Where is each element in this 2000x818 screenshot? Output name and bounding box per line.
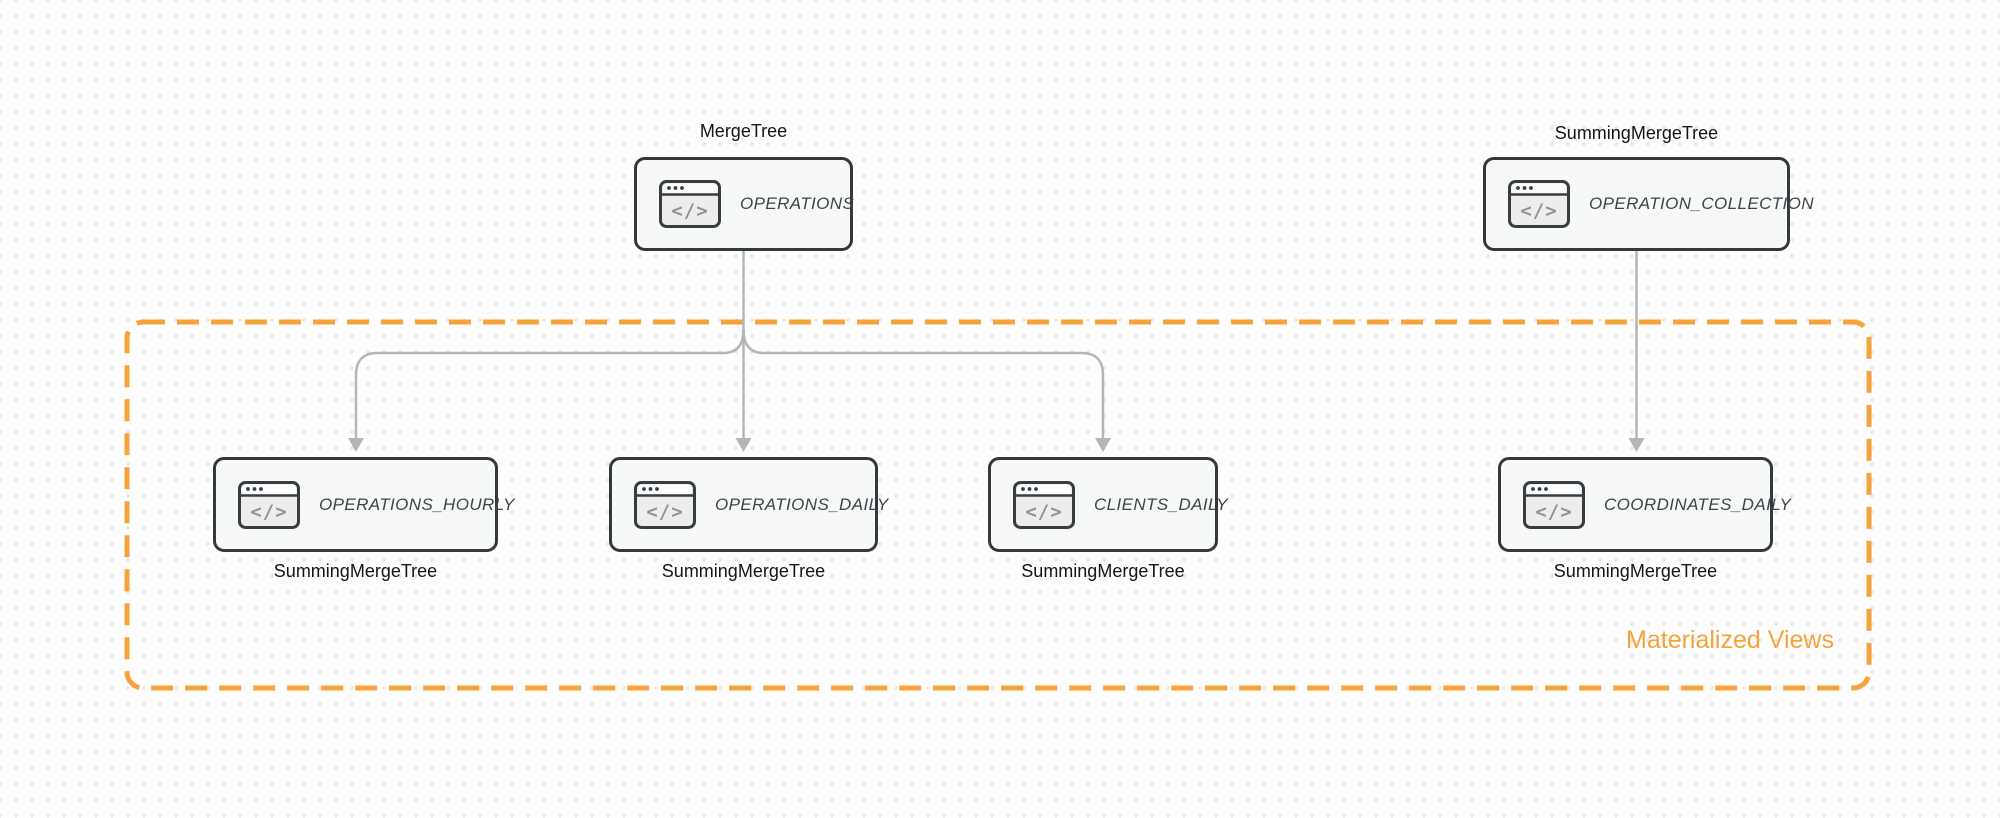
engine-label-summingmergetree-clients: SummingMergeTree [1021,561,1185,581]
engine-label-summingmergetree-coordinates: SummingMergeTree [1553,561,1718,581]
table-node-clients-daily[interactable]: </> CLIENTS_DAILY [988,457,1228,552]
table-node-coordinates-daily[interactable]: </> COORDINATES_DAILY [1498,457,1791,552]
code-window-icon: </> [634,480,696,529]
table-name: COORDINATES_DAILY [1604,494,1792,514]
engine-label-summingmergetree-top: SummingMergeTree [1554,123,1719,143]
arrowhead-icon [1628,438,1645,452]
code-window-icon: </> [1013,480,1075,529]
arrowhead-icon [348,438,364,452]
edge-operations-to-operations-daily[interactable] [735,250,752,452]
svg-text:</>: </> [1520,200,1557,222]
svg-text:</>: </> [1535,501,1572,523]
table-node-operations-daily[interactable]: </> OPERATIONS_DAILY [609,457,888,552]
table-name: OPERATIONS [740,194,855,213]
svg-text:</>: </> [1025,501,1062,523]
edge-operation-collection-to-coordinates-daily[interactable] [1628,250,1645,452]
table-node-operations-hourly[interactable]: </> OPERATIONS_HOURLY [213,457,514,552]
svg-text:</>: </> [646,501,683,523]
table-name: OPERATIONS_DAILY [715,494,889,514]
engine-label-summingmergetree-hourly: SummingMergeTree [273,561,438,581]
table-node-operation-collection[interactable]: </> OPERATION_COLLECTION [1483,157,1814,251]
materialized-views-group-label: Materialized Views [1626,626,1834,654]
table-node-operations[interactable]: </> OPERATIONS [634,157,855,251]
arrowhead-icon [1095,438,1111,452]
arrowhead-icon [735,438,752,452]
materialized-views-group-border[interactable] [124,319,1872,691]
edge-operations-to-clients-daily[interactable] [742,329,1112,452]
engine-label-mergetree: MergeTree [699,121,788,141]
edge-operations-to-operations-hourly[interactable] [348,329,745,452]
table-name: CLIENTS_DAILY [1094,494,1229,514]
svg-text:</>: </> [250,501,287,523]
code-window-icon: </> [659,180,721,228]
table-name: OPERATIONS_HOURLY [319,494,515,514]
table-name: OPERATION_COLLECTION [1589,194,1814,213]
code-window-icon: </> [238,480,300,529]
code-window-icon: </> [1508,180,1570,228]
engine-label-summingmergetree-daily: SummingMergeTree [661,561,826,581]
svg-text:</>: </> [671,200,708,222]
code-window-icon: </> [1523,480,1585,529]
